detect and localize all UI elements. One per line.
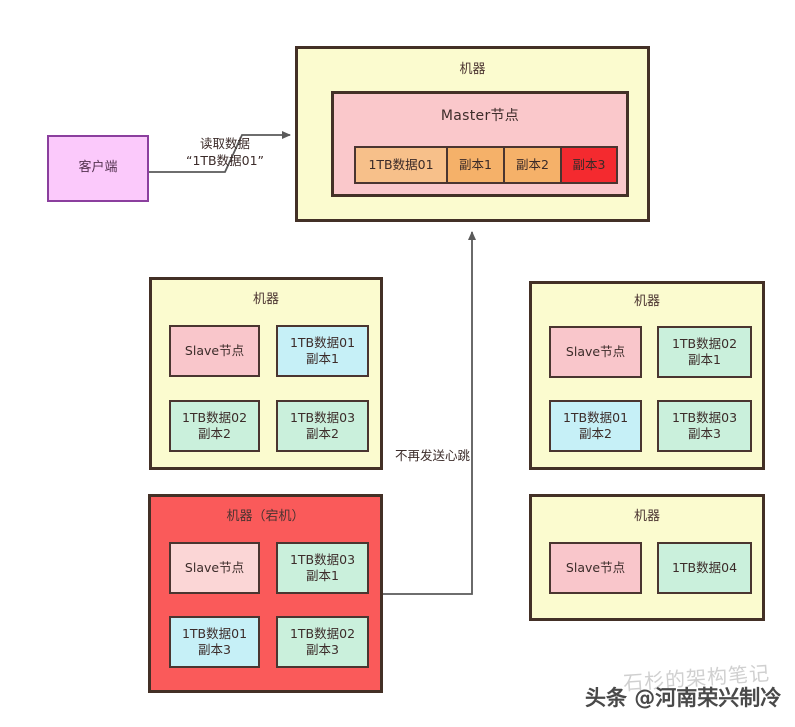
data-chip-right-middle-1[interactable]: 1TB数据02 副本1: [657, 326, 752, 378]
block-cell-replica2[interactable]: 副本2: [503, 146, 562, 184]
slave-node-right-middle[interactable]: Slave节点: [549, 326, 642, 378]
slave-node-right-bottom[interactable]: Slave节点: [549, 542, 642, 594]
machine-down[interactable]: 机器（宕机） Slave节点 1TB数据03 副本1 1TB数据01 副本3 1…: [148, 494, 383, 693]
data-chip-left-middle-3[interactable]: 1TB数据03 副本2: [276, 400, 369, 452]
slave-node-down[interactable]: Slave节点: [169, 542, 260, 594]
block-cell-replica3-lost[interactable]: 副本3: [560, 146, 618, 184]
machine-master[interactable]: 机器 Master节点 1TB数据01 副本1 副本2 副本3: [295, 46, 650, 222]
data-chip-right-middle-3[interactable]: 1TB数据03 副本3: [657, 400, 752, 452]
master-node-label: Master节点: [440, 108, 520, 124]
machine-right-bottom[interactable]: 机器 Slave节点 1TB数据04: [529, 494, 765, 621]
edge-label-no-heartbeat: 不再发送心跳: [394, 448, 470, 463]
master-block-row: 1TB数据01 副本1 副本2 副本3: [354, 146, 618, 184]
data-chip-left-middle-1[interactable]: 1TB数据01 副本1: [276, 325, 369, 377]
edge-no-heartbeat-line: [383, 231, 476, 595]
slave-node-left-middle[interactable]: Slave节点: [169, 325, 260, 377]
machine-right-middle-title: 机器: [633, 294, 660, 309]
master-node-box[interactable]: Master节点 1TB数据01 副本1 副本2 副本3: [331, 91, 629, 197]
edge-read-request-line: [149, 131, 291, 173]
machine-down-title: 机器（宕机）: [226, 509, 305, 524]
data-chip-down-3[interactable]: 1TB数据02 副本3: [276, 616, 369, 668]
machine-right-middle[interactable]: 机器 Slave节点 1TB数据02 副本1 1TB数据01 副本2 1TB数据…: [529, 281, 765, 470]
data-chip-right-bottom-1[interactable]: 1TB数据04: [657, 542, 752, 594]
data-chip-down-2[interactable]: 1TB数据01 副本3: [169, 616, 260, 668]
machine-left-middle-title: 机器: [252, 292, 279, 307]
data-chip-right-middle-2[interactable]: 1TB数据01 副本2: [549, 400, 642, 452]
block-cell-data01[interactable]: 1TB数据01: [354, 146, 448, 184]
data-chip-down-1[interactable]: 1TB数据03 副本1: [276, 542, 369, 594]
machine-right-bottom-title: 机器: [633, 509, 660, 524]
machine-master-title: 机器: [459, 62, 486, 77]
edge-label-read-request: 读取数据 “1TB数据01”: [185, 136, 265, 168]
client-label: 客户端: [78, 160, 118, 176]
data-chip-left-middle-2[interactable]: 1TB数据02 副本2: [169, 400, 260, 452]
block-cell-replica1[interactable]: 副本1: [446, 146, 505, 184]
client-box[interactable]: 客户端: [47, 135, 149, 202]
machine-left-middle[interactable]: 机器 Slave节点 1TB数据01 副本1 1TB数据02 副本2 1TB数据…: [149, 277, 383, 470]
